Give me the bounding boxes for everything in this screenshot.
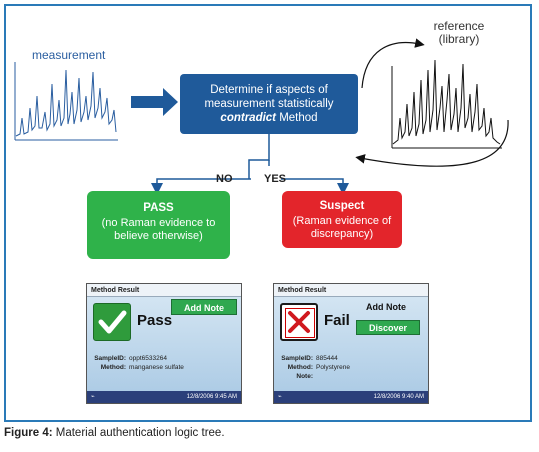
pass-sample-id: oppt6533264 — [129, 355, 167, 362]
fail-note-row: Note: — [280, 373, 316, 380]
decision-line-1: Determine if aspects of — [210, 84, 328, 96]
decision-line-3: Method — [276, 112, 318, 124]
figure-number: Figure 4: — [4, 427, 53, 439]
measurement-label: measurement — [32, 48, 106, 62]
discover-button[interactable]: Discover — [356, 320, 420, 335]
add-note-button[interactable]: Add Note — [366, 302, 406, 312]
pass-screen-titlebar — [87, 284, 241, 297]
figure-caption-text: Material authentication logic tree. — [52, 427, 225, 439]
fail-result-screen: Method Result Fail Add Note Discover Sam… — [273, 283, 429, 404]
fail-status-bar: ⌁ 12/8/2006 9:40 AM — [274, 391, 428, 403]
pass-status-bar: ⌁ 12/8/2006 9:45 AM — [87, 391, 241, 403]
decision-box: Determine if aspects of measurement stat… — [180, 74, 358, 134]
pass-screen-title: Method Result — [91, 287, 140, 294]
pass-sample-label: SampleID: — [94, 355, 126, 362]
fail-method-row: Method:Polystyrene — [280, 364, 350, 371]
fail-screen-titlebar — [274, 284, 428, 297]
fail-sample-label: SampleID: — [281, 355, 313, 362]
fail-screen-title: Method Result — [278, 287, 327, 294]
fail-sample-row: SampleID:885444 — [280, 355, 338, 362]
add-note-button[interactable]: Add Note — [171, 299, 237, 315]
fail-result-text: Fail — [324, 312, 350, 329]
input-arrow — [131, 88, 178, 116]
pass-method-label: Method: — [100, 364, 126, 371]
reference-label: reference (library) — [427, 20, 491, 46]
x-icon — [280, 303, 318, 341]
pass-text: (no Raman evidence to believe otherwise) — [101, 217, 216, 242]
suspect-heading: Suspect — [319, 200, 365, 212]
reference-curve-bottom — [355, 119, 509, 167]
pass-method: manganese sulfate — [129, 364, 184, 371]
plug-icon: ⌁ — [278, 394, 282, 400]
fail-timestamp: 12/8/2006 9:40 AM — [373, 394, 424, 400]
fail-note-label: Note: — [296, 373, 313, 380]
pass-sample-row: SampleID:oppt6533264 — [93, 355, 167, 362]
reference-curve-top — [361, 38, 425, 89]
pass-result-text: Pass — [137, 312, 173, 329]
pass-heading: PASS — [143, 202, 174, 214]
pass-box: PASS (no Raman evidence to believe other… — [87, 191, 230, 259]
check-icon — [93, 303, 131, 341]
decision-line-2: measurement statistically — [204, 98, 334, 110]
suspect-text: (Raman evidence of discrepancy) — [292, 215, 392, 240]
branch-yes-label: YES — [264, 173, 287, 185]
branch-connectors — [151, 134, 349, 195]
pass-timestamp: 12/8/2006 9:45 AM — [186, 394, 237, 400]
reference-label-text: reference (library) — [433, 19, 485, 46]
reference-spectrum — [391, 59, 502, 149]
decision-emphasis: contradict — [220, 112, 277, 124]
measurement-spectrum — [14, 62, 118, 141]
figure-caption: Figure 4: Material authentication logic … — [4, 427, 225, 439]
plug-icon: ⌁ — [91, 394, 95, 400]
pass-result-screen: Method Result Pass Add Note SampleID:opp… — [86, 283, 242, 404]
fail-method: Polystyrene — [316, 364, 350, 371]
pass-method-row: Method:manganese sulfate — [93, 364, 184, 371]
branch-no-label: NO — [216, 173, 233, 185]
suspect-box: Suspect (Raman evidence of discrepancy) — [282, 191, 402, 248]
fail-method-label: Method: — [287, 364, 313, 371]
fail-sample-id: 885444 — [316, 355, 338, 362]
